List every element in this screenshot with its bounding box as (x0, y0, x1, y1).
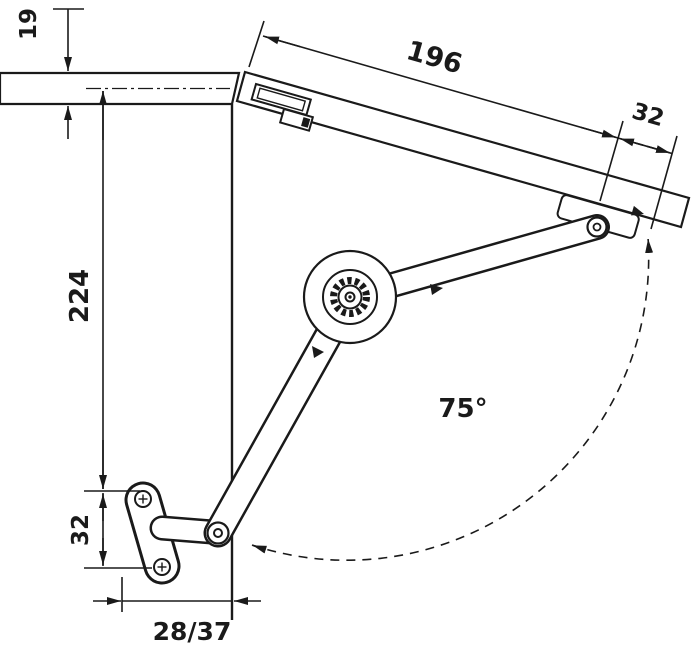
dim-mount-height: 224 (65, 91, 107, 489)
pivot-hub (302, 249, 398, 345)
mold-arrow-icon (430, 284, 443, 295)
dim-panel-thickness: 19 (16, 8, 84, 139)
dim-depth-offset: 28/37 (93, 577, 261, 646)
screw-hole (134, 490, 152, 508)
cabinet-top-panel (0, 71, 241, 106)
arm-pivot (206, 521, 230, 545)
dim-label: 19 (16, 8, 42, 40)
opening-angle-label: 75° (438, 394, 487, 424)
screw-hole (153, 558, 171, 576)
flap-mount-plate (250, 82, 313, 117)
dim-bracket-spacing: 32 (68, 490, 152, 569)
dim-label: 224 (65, 269, 95, 323)
mold-arrow-icon (631, 205, 644, 216)
flap-pivot (586, 216, 608, 238)
swing-arc: 75° (251, 237, 654, 561)
dim-label: 28/37 (153, 617, 232, 646)
dim-label: 32 (68, 514, 94, 546)
gear-ring-icon (330, 277, 370, 317)
flap-panel (235, 70, 691, 229)
mold-arrow-icon (312, 346, 324, 358)
flap-mount-block (278, 107, 315, 132)
